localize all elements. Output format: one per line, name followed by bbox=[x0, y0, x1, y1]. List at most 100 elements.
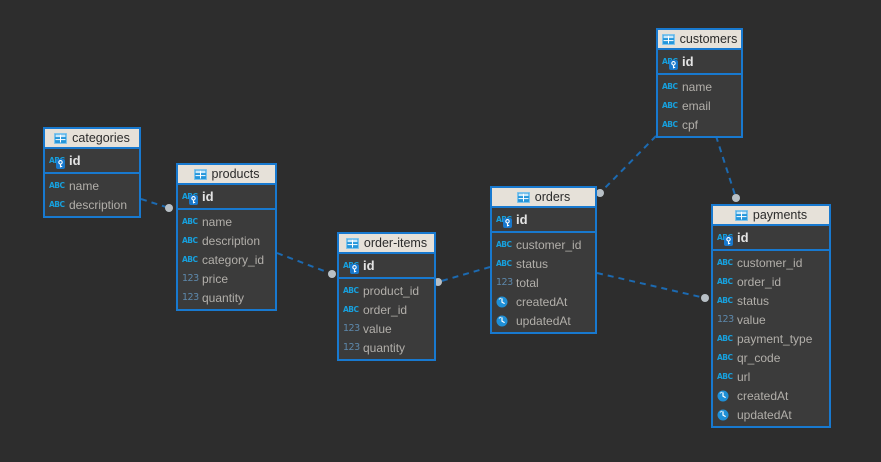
text-type-icon: ABC bbox=[662, 82, 678, 91]
column-customers-name[interactable]: ABC name bbox=[658, 77, 741, 96]
relation-line-fk-payments-order[interactable] bbox=[596, 272, 706, 299]
column-order-items-order_id[interactable]: ABC order_id bbox=[339, 300, 434, 319]
text-type-icon: ABC bbox=[343, 305, 359, 314]
column-orders-createdAt[interactable]: createdAt bbox=[492, 292, 595, 311]
column-name: id bbox=[69, 153, 81, 168]
text-type-icon: ABC bbox=[49, 156, 65, 169]
table-header[interactable]: orders bbox=[492, 188, 595, 208]
text-type-icon: ABC bbox=[182, 255, 198, 264]
column-categories-id[interactable]: ABC id bbox=[45, 149, 139, 172]
column-customers-id[interactable]: ABCid bbox=[658, 50, 741, 73]
table-grid-icon bbox=[54, 132, 68, 144]
text-type-icon: ABC bbox=[717, 233, 733, 246]
column-payments-updatedAt[interactable]: updatedAt bbox=[713, 405, 829, 424]
text-type-icon: ABC bbox=[496, 259, 512, 268]
text-type-icon: ABC bbox=[717, 296, 733, 305]
table-header[interactable]: products bbox=[178, 165, 275, 185]
table-title: payments bbox=[752, 208, 808, 222]
column-orders-updatedAt[interactable]: updatedAt bbox=[492, 311, 595, 330]
column-products-category_id[interactable]: ABC category_id bbox=[178, 250, 275, 269]
number-type-icon: 123 bbox=[182, 273, 199, 284]
column-orders-id[interactable]: ABCid bbox=[492, 208, 595, 231]
primary-key-section: ABCid bbox=[339, 254, 434, 279]
column-products-id[interactable]: ABC id bbox=[178, 185, 275, 208]
text-type-icon: ABC bbox=[496, 215, 512, 228]
number-type-icon: 123 bbox=[496, 277, 513, 288]
table-payments[interactable]: paymentsABCidABCcustomer_idABCorder_idAB… bbox=[711, 204, 831, 428]
primary-key-icon bbox=[350, 264, 359, 274]
text-type-icon: ABC bbox=[717, 334, 733, 343]
table-header[interactable]: customers bbox=[658, 30, 741, 50]
table-title: customers bbox=[679, 32, 738, 46]
number-type-icon: 123 bbox=[343, 323, 360, 334]
column-name: quantity bbox=[363, 340, 406, 355]
column-payments-id[interactable]: ABC id bbox=[713, 226, 829, 249]
table-orders[interactable]: ordersABCidABCcustomer_idABCstatus123tot… bbox=[490, 186, 597, 334]
column-name: id bbox=[202, 189, 214, 204]
table-grid-icon bbox=[345, 237, 359, 249]
column-name: name bbox=[69, 178, 100, 193]
table-grid-icon bbox=[661, 33, 675, 45]
table-products[interactable]: productsABCidABCnameABCdescriptionABCcat… bbox=[176, 163, 277, 311]
table-grid-icon bbox=[516, 191, 530, 203]
relation-line-fk-orders-customer[interactable] bbox=[599, 135, 657, 194]
relation-line-fk-order-items-product[interactable] bbox=[276, 252, 333, 275]
primary-key-section: ABCid bbox=[658, 50, 741, 75]
relation-line-fk-payments-customer[interactable] bbox=[715, 135, 737, 199]
text-type-icon: ABC bbox=[182, 192, 198, 205]
table-header[interactable]: order-items bbox=[339, 234, 434, 254]
column-name: description bbox=[202, 233, 261, 248]
column-name: price bbox=[202, 271, 229, 286]
column-name: quantity bbox=[202, 290, 245, 305]
column-categories-description[interactable]: ABC description bbox=[45, 195, 139, 214]
relation-line-fk-products-category[interactable] bbox=[140, 198, 170, 209]
column-payments-payment_type[interactable]: ABC payment_type bbox=[713, 329, 829, 348]
column-name: total bbox=[516, 275, 539, 290]
relation-endpoint-dot-fk-orders-customer bbox=[596, 189, 604, 197]
column-name: name bbox=[682, 79, 713, 94]
table-categories[interactable]: categoriesABCidABCnameABCdescription bbox=[43, 127, 141, 218]
column-name: createdAt bbox=[737, 388, 789, 403]
text-type-icon: ABC bbox=[49, 200, 65, 209]
relation-endpoint-dot-fk-payments-customer bbox=[732, 194, 740, 202]
column-payments-createdAt[interactable]: createdAt bbox=[713, 386, 829, 405]
table-header[interactable]: categories bbox=[45, 129, 139, 149]
column-name: description bbox=[69, 197, 128, 212]
column-name: order_id bbox=[363, 302, 408, 317]
column-name: customer_id bbox=[516, 237, 582, 252]
table-header[interactable]: payments bbox=[713, 206, 829, 226]
relation-line-fk-order-items-order[interactable] bbox=[437, 266, 491, 283]
column-name: category_id bbox=[202, 252, 265, 267]
column-name: updatedAt bbox=[737, 407, 792, 422]
datetime-type-icon bbox=[717, 390, 733, 402]
column-name: payment_type bbox=[737, 331, 813, 346]
column-order-items-id[interactable]: ABCid bbox=[339, 254, 434, 277]
column-name: id bbox=[737, 230, 749, 245]
